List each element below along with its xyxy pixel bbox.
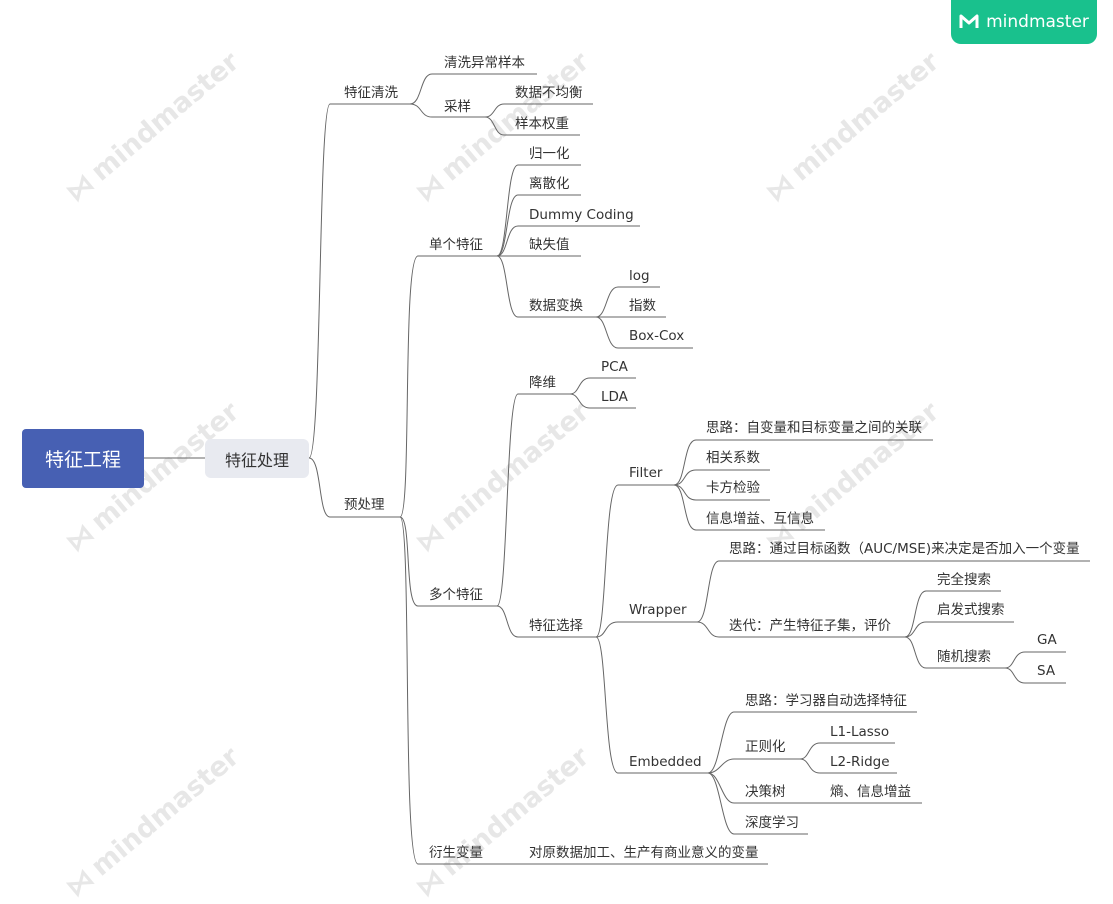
mindmaster-badge[interactable]: mindmaster — [951, 0, 1097, 44]
topic-chi-square[interactable]: 卡方检验 — [706, 480, 760, 496]
topic-normalize[interactable]: 归一化 — [529, 146, 570, 162]
topic-data-transform[interactable]: 数据变换 — [529, 298, 583, 314]
root-topic[interactable]: 特征工程 — [22, 429, 144, 488]
topic-feature-cleaning[interactable]: 特征清洗 — [344, 85, 398, 101]
topic-sa[interactable]: SA — [1037, 663, 1056, 679]
topic-discretize[interactable]: 离散化 — [529, 176, 570, 192]
topic-imbalance[interactable]: 数据不均衡 — [515, 85, 583, 101]
topic-l2-ridge[interactable]: L2-Ridge — [830, 754, 890, 770]
topic-entropy[interactable]: 熵、信息增益 — [830, 784, 911, 800]
topic-l1-lasso[interactable]: L1-Lasso — [830, 724, 890, 740]
topic-missing-value[interactable]: 缺失值 — [529, 237, 570, 253]
topic-iterate[interactable]: 迭代：产生特征子集，评价 — [729, 618, 891, 634]
topic-full-search[interactable]: 完全搜索 — [937, 572, 991, 588]
topic-sample-weight[interactable]: 样本权重 — [515, 116, 569, 132]
topic-deep-learning[interactable]: 深度学习 — [745, 815, 799, 831]
topic-single-feature[interactable]: 单个特征 — [429, 237, 483, 253]
topic-decision-tree[interactable]: 决策树 — [745, 784, 786, 800]
topic-lda[interactable]: LDA — [601, 389, 628, 405]
brand-name: mindmaster — [986, 12, 1089, 32]
topic-correlation[interactable]: 相关系数 — [706, 450, 760, 466]
topic-random-search[interactable]: 随机搜索 — [937, 649, 991, 665]
topic-wrapper[interactable]: Wrapper — [629, 602, 687, 618]
topic-feature-processing[interactable]: 特征处理 — [205, 439, 309, 478]
topic-sampling[interactable]: 采样 — [444, 99, 471, 115]
topic-info-gain[interactable]: 信息增益、互信息 — [706, 511, 814, 527]
topic-preprocess[interactable]: 预处理 — [344, 497, 385, 513]
topic-clean-abnormal[interactable]: 清洗异常样本 — [444, 55, 525, 71]
topic-filter[interactable]: Filter — [629, 465, 663, 481]
topic-log[interactable]: log — [629, 268, 650, 284]
mindmaster-logo-icon — [959, 14, 979, 28]
topic-regularization[interactable]: 正则化 — [745, 739, 786, 755]
topic-filter-idea[interactable]: 思路：自变量和目标变量之间的关联 — [706, 420, 922, 436]
topic-multi-feature[interactable]: 多个特征 — [429, 587, 483, 603]
topic-ga[interactable]: GA — [1037, 632, 1057, 648]
topic-derived-desc[interactable]: 对原数据加工、生产有商业意义的变量 — [529, 845, 759, 861]
topic-embedded[interactable]: Embedded — [629, 754, 702, 770]
topic-box-cox[interactable]: Box-Cox — [629, 328, 685, 344]
topic-feature-selection[interactable]: 特征选择 — [529, 618, 583, 634]
topic-dim-reduction[interactable]: 降维 — [529, 375, 556, 391]
topic-pca[interactable]: PCA — [601, 359, 628, 375]
topic-heuristic-search[interactable]: 启发式搜索 — [937, 602, 1005, 618]
topic-wrapper-idea[interactable]: 思路：通过目标函数（AUC/MSE)来决定是否加入一个变量 — [729, 541, 1080, 557]
topic-embedded-idea[interactable]: 思路：学习器自动选择特征 — [745, 693, 907, 709]
topic-derived-variable[interactable]: 衍生变量 — [429, 845, 483, 861]
topic-exponent[interactable]: 指数 — [629, 298, 656, 314]
topic-dummy-coding[interactable]: Dummy Coding — [529, 207, 634, 223]
